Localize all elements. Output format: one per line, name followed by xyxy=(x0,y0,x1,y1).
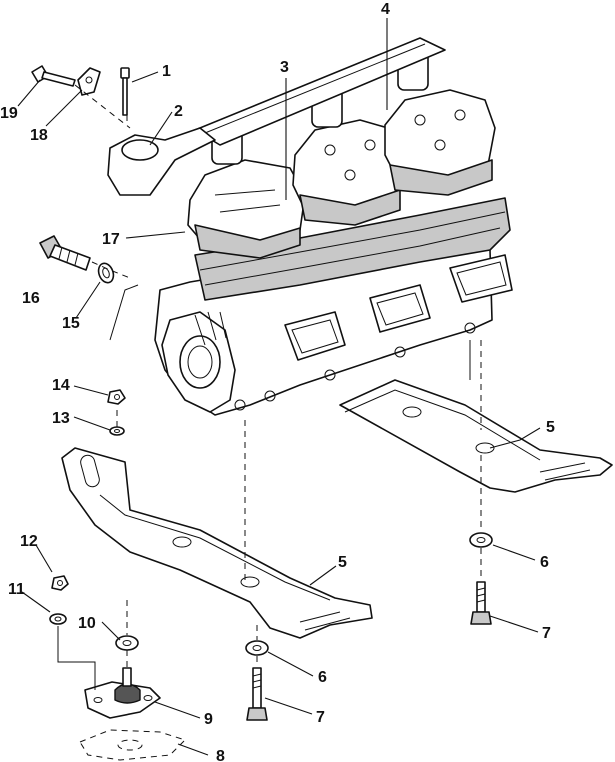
bolt-16 xyxy=(39,235,91,271)
callout-8: 8 xyxy=(216,748,225,762)
engine-mount-right xyxy=(339,379,613,493)
callout-3: 3 xyxy=(280,59,289,76)
cylinder-head-middle xyxy=(292,84,406,226)
cylinder-head-left xyxy=(187,121,306,259)
callout-17: 17 xyxy=(102,231,120,248)
callout-19: 19 xyxy=(0,105,18,122)
bolt-7-left xyxy=(246,667,268,721)
leader-lines xyxy=(17,18,541,756)
callout-2: 2 xyxy=(174,103,183,120)
callout-13: 13 xyxy=(52,410,70,427)
callout-7-left: 7 xyxy=(316,709,325,726)
bolt-1 xyxy=(120,67,130,116)
gasket-8 xyxy=(79,729,186,761)
callout-10: 10 xyxy=(78,615,96,632)
washer-13 xyxy=(109,426,125,436)
bracket-18 xyxy=(77,67,101,96)
nut-14 xyxy=(107,389,126,405)
callout-4: 4 xyxy=(381,1,390,18)
callout-15: 15 xyxy=(62,315,80,332)
engine-mount-left xyxy=(61,447,373,639)
callout-7-right: 7 xyxy=(542,625,551,642)
rubber-mount-9 xyxy=(84,667,161,719)
callout-5-right: 5 xyxy=(546,419,555,436)
nut-12 xyxy=(51,575,69,591)
callout-6-right: 6 xyxy=(540,554,549,571)
callout-9: 9 xyxy=(204,711,213,728)
callout-14: 14 xyxy=(52,377,70,394)
callout-12: 12 xyxy=(20,533,38,550)
callout-5-left: 5 xyxy=(338,554,347,571)
callout-11: 11 xyxy=(8,581,25,598)
callout-18: 18 xyxy=(30,127,48,144)
callout-16: 16 xyxy=(22,290,40,307)
washer-11 xyxy=(49,613,67,625)
callout-1: 1 xyxy=(162,63,171,80)
washer-15 xyxy=(97,262,115,284)
bolt-19 xyxy=(31,65,76,87)
alignment-lines xyxy=(57,82,482,690)
callout-labels: 1 2 3 4 5 5 6 6 7 7 8 9 10 11 12 13 14 1… xyxy=(0,1,555,762)
engine-block xyxy=(107,37,513,416)
washer-10 xyxy=(115,635,139,651)
bolt-7-right xyxy=(470,581,492,625)
washer-6-right xyxy=(469,532,493,548)
callout-6-left: 6 xyxy=(318,669,327,686)
washer-6-left xyxy=(245,640,269,656)
cylinder-head-right xyxy=(384,47,496,196)
